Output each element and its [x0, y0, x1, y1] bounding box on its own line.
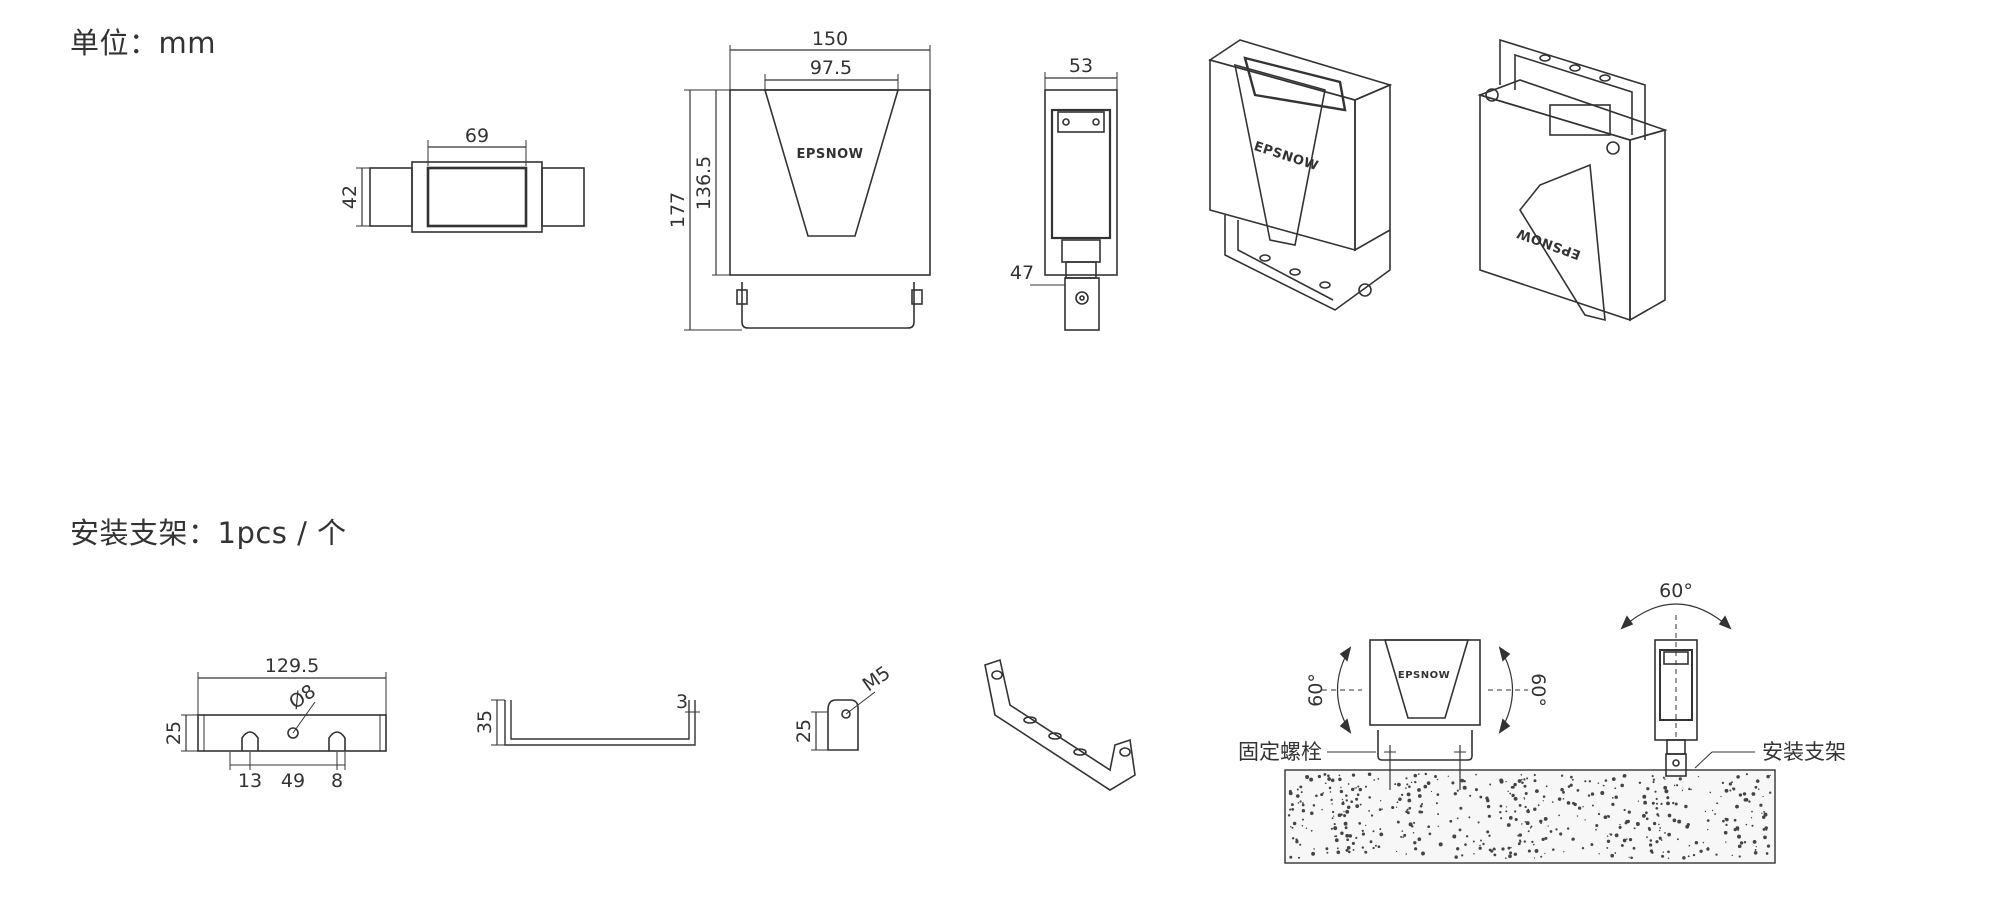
- dim-top-view-height: 42: [339, 185, 361, 209]
- bracket-profile-outer: [504, 700, 696, 746]
- installation-diagram: EPSNOW 60° 60° 60° 固定螺栓 安装支架: [1238, 580, 1846, 864]
- front-view-bracket: [741, 282, 915, 329]
- dim-bracket-slot-spacing: 49: [281, 770, 305, 792]
- install-light-logo: EPSNOW: [1398, 670, 1450, 681]
- top-view-window: [426, 166, 528, 228]
- top-view: 69 42: [339, 125, 585, 233]
- bracket-side-view: 35 3: [474, 691, 700, 746]
- iso2-body: [1479, 93, 1631, 322]
- install-rotate-top: 60°: [1659, 580, 1693, 602]
- dim-front-inner-width: 97.5: [810, 57, 852, 79]
- top-view-body: [411, 161, 543, 233]
- ground-block: [1284, 769, 1776, 864]
- side-view: 53 47: [1010, 55, 1118, 331]
- side-view-body: [1044, 89, 1118, 276]
- side-view-bracket: [1064, 277, 1100, 331]
- iso1-logo: EPSNOW: [1252, 139, 1320, 174]
- bracket-iso-outline: [984, 658, 1136, 791]
- dim-bracket-hole: Ø8: [285, 680, 320, 714]
- install-light-face: [1383, 639, 1470, 719]
- dim-front-width: 150: [812, 28, 848, 50]
- install-mount-bracket: [1377, 730, 1473, 761]
- dim-front-total-height: 177: [667, 192, 689, 228]
- front-view-body: [729, 89, 931, 276]
- bracket-end-view: M5 25: [793, 662, 895, 751]
- dim-bracket-side-height: 35: [474, 710, 496, 734]
- dim-bracket-slot-2: 8: [331, 770, 343, 792]
- dim-bracket-slot-1: 13: [238, 770, 262, 792]
- dim-side-width: 53: [1069, 55, 1093, 77]
- dim-side-bracket-height: 47: [1010, 262, 1034, 284]
- install-side-bracket: [1665, 753, 1687, 777]
- ground-speckles: [1287, 772, 1772, 860]
- isometric-view-front: EPSNOW: [1208, 39, 1393, 311]
- top-view-left-end: [369, 167, 413, 227]
- dim-bracket-thickness: 3: [676, 691, 688, 713]
- unit-heading: 单位：mm: [70, 26, 216, 60]
- dim-bracket-height: 25: [163, 721, 185, 745]
- front-view-logo: EPSNOW: [796, 147, 863, 162]
- bracket-flat-body: [197, 714, 387, 752]
- dim-bracket-length: 129.5: [265, 655, 319, 677]
- bracket-flat-view: Ø8 129.5 25 13 49 8: [163, 655, 387, 792]
- install-tilt-left: 60°: [1305, 673, 1327, 707]
- dim-front-body-height: 136.5: [693, 156, 715, 210]
- bracket-isometric: [984, 658, 1136, 791]
- label-mount-bracket: 安装支架: [1762, 740, 1846, 764]
- bracket-slot-right: [328, 731, 346, 751]
- isometric-view-back: EPSNOW: [1477, 38, 1668, 322]
- dim-end-height: 25: [793, 719, 815, 743]
- bracket-profile-inner: [510, 700, 690, 740]
- top-view-right-end: [541, 167, 585, 227]
- front-view: EPSNOW 150 97.5 177 136.5: [667, 28, 931, 331]
- bracket-end-body: [827, 699, 859, 751]
- install-tilt-right: 60°: [1527, 673, 1549, 707]
- bracket-slot-left: [241, 731, 259, 751]
- front-view-face: [763, 89, 900, 237]
- dim-top-view-width: 69: [465, 125, 489, 147]
- bracket-heading: 安装支架：1pcs / 个: [70, 516, 347, 550]
- label-fixing-bolt: 固定螺栓: [1238, 740, 1322, 764]
- dim-screw: M5: [859, 662, 895, 696]
